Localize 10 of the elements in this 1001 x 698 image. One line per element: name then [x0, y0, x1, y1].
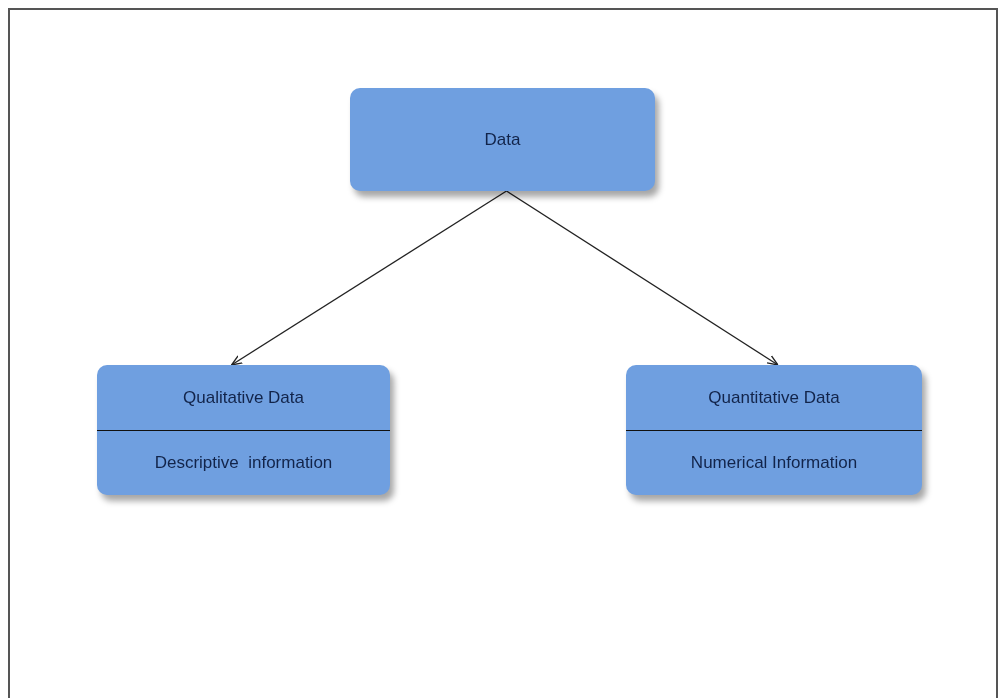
arrow — [505, 190, 779, 366]
box-description: Descriptive information — [153, 452, 334, 473]
box-heading: Qualitative Data — [182, 387, 305, 408]
rounded-box — [626, 365, 922, 495]
box-description: Numerical Information — [689, 452, 859, 473]
box-heading: Quantitative Data — [707, 387, 841, 408]
rounded-box — [97, 365, 390, 495]
box-label: Data — [483, 129, 522, 150]
rounded-box — [350, 88, 655, 191]
arrow — [230, 190, 508, 366]
